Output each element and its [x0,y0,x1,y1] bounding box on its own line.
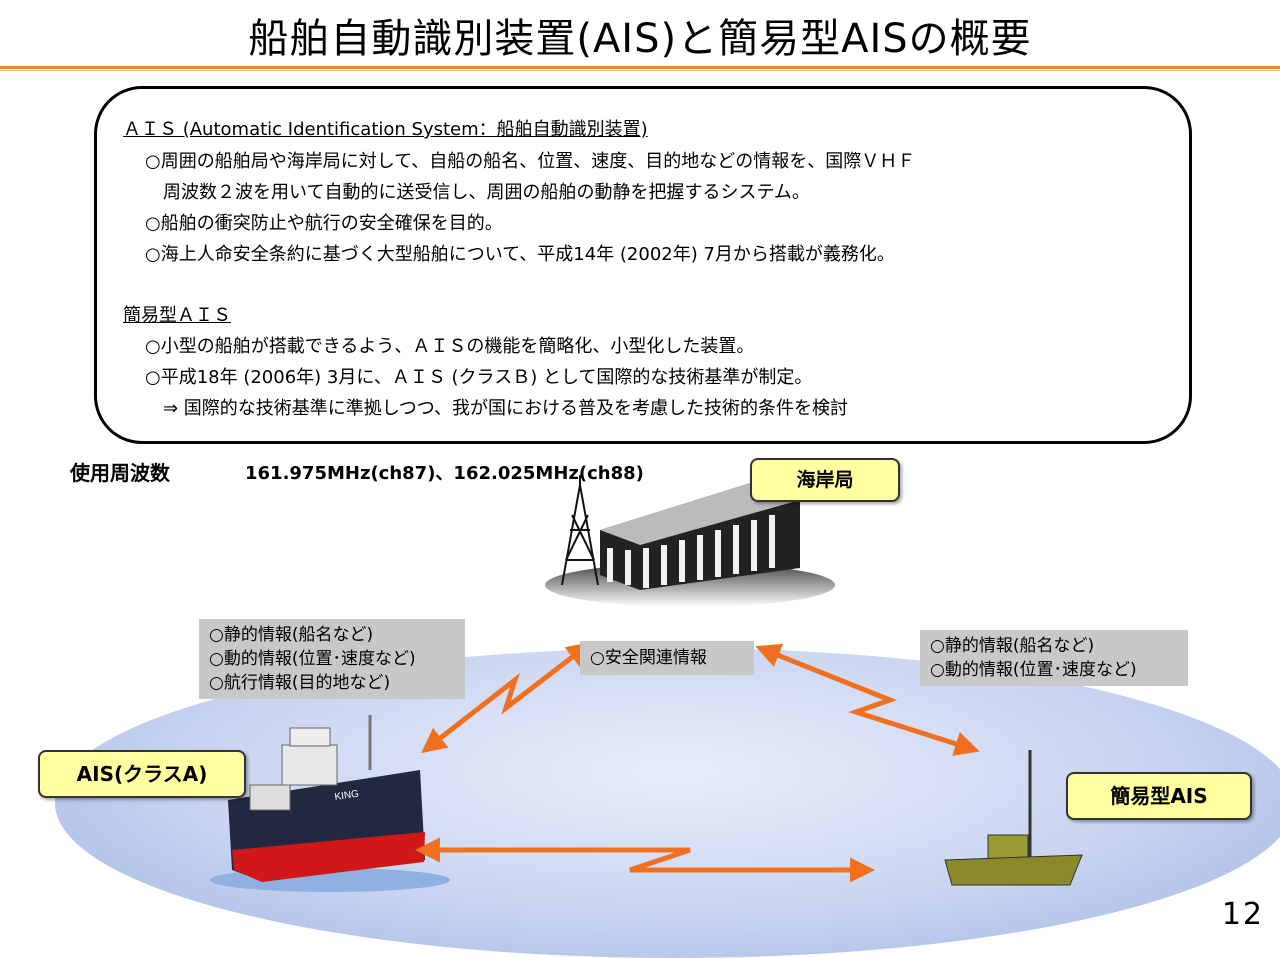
coast-station-label: 海岸局 [750,458,900,502]
ship-name-label: KING [334,789,360,803]
ais-line-4: ○海上人命安全条約に基づく大型船舶について、平成14年 (2002年) 7月から… [145,244,895,265]
class-a-info-3: ○航行情報(目的地など) [209,673,391,693]
simple-line-2: ○平成18年 (2006年) 3月に、ＡＩＳ (クラスＢ) として国際的な技術基… [145,367,813,388]
overview-box: ＡＩＳ (Automatic Identification System：船舶自… [94,86,1192,444]
page-title: 船舶自動識別装置(AIS)と簡易型AISの概要 [248,16,1032,62]
ais-heading: ＡＩＳ (Automatic Identification System：船舶自… [123,119,648,140]
class-a-ship-icon: KING [210,715,450,892]
ais-line-3: ○船舶の衝突防止や航行の安全確保を目的。 [145,213,503,234]
link-safety-boat [755,643,980,756]
class-a-info-1: ○静的情報(船名など) [209,625,374,645]
simple-ais-boat-icon [944,750,1083,886]
frequency-value: 161.975MHz(ch87)、162.025MHz(ch88) [245,463,644,484]
class-a-label: AIS(クラスA) [38,750,246,798]
ais-line-1: ○周囲の船舶局や海岸局に対して、自船の船名、位置、速度、目的地などの情報を、国際… [145,151,916,172]
frequency-label: 使用周波数 [70,461,170,485]
simple-ais-heading: 簡易型ＡＩＳ [123,305,231,326]
simple-info-1: ○静的情報(船名など) [930,636,1095,656]
title-divider [0,66,1280,69]
title-divider-thin [0,70,1280,71]
class-a-info-box: ○静的情報(船名など) ○動的情報(位置･速度など) ○航行情報(目的地など) [199,619,465,699]
simple-info-box: ○静的情報(船名など) ○動的情報(位置･速度など) [920,630,1188,686]
coast-station-icon [545,475,835,607]
ais-line-2: 周波数２波を用いて自動的に送受信し、周囲の船舶の動静を把握するシステム。 [145,182,810,203]
link-ship-boat [415,837,875,883]
class-a-info-2: ○動的情報(位置･速度など) [209,649,416,669]
page-number: 12 [1221,897,1264,932]
simple-line-1: ○小型の船舶が搭載できるよう、ＡＩＳの機能を簡略化、小型化した装置。 [145,336,755,357]
simple-ais-label: 簡易型AIS [1066,772,1252,820]
simple-info-2: ○動的情報(位置･速度など) [930,660,1137,680]
simple-line-3: ⇒ 国際的な技術基準に準拠しつつ、我が国における普及を考慮した技術的条件を検討 [145,398,848,419]
link-ship-safety [421,641,592,754]
safety-info-box: ○安全関連情報 [580,641,754,675]
